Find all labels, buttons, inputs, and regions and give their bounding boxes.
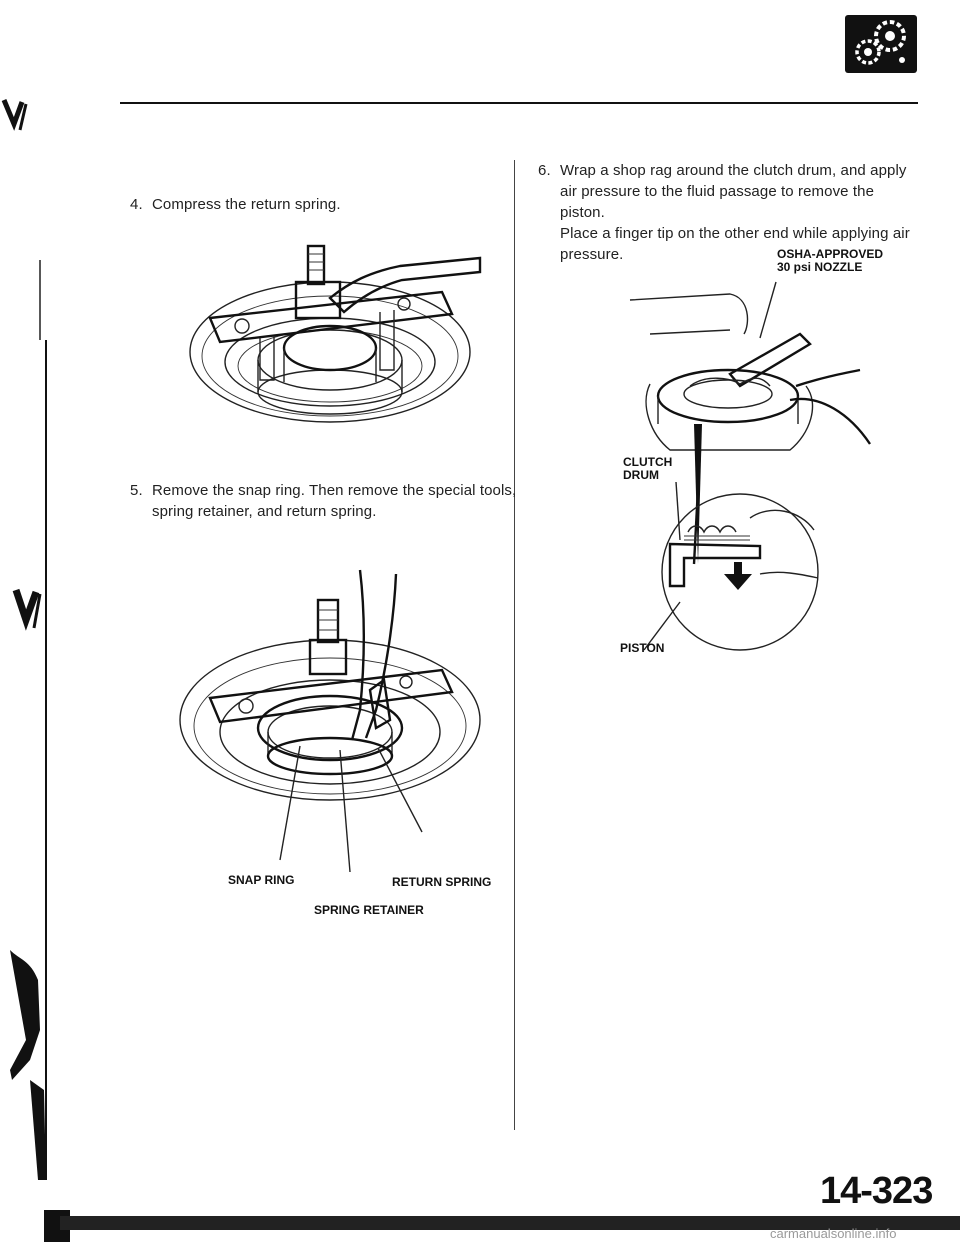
- callout-clutch-drum: CLUTCH DRUM: [623, 456, 672, 482]
- figure-compress-spring: [180, 242, 500, 442]
- step-text-line: pressure.: [560, 246, 624, 263]
- callout-spring-retainer: SPRING RETAINER: [314, 903, 424, 917]
- step-text: Compress the return spring.: [152, 196, 341, 213]
- step-5: 5. Remove the snap ring. Then remove the…: [130, 480, 516, 524]
- callout-line: OSHA-APPROVED: [777, 247, 884, 261]
- step-text-line: Remove the snap ring. Then remove the sp…: [152, 482, 517, 499]
- step-6: 6. Wrap a shop rag around the clutch dru…: [538, 160, 918, 263]
- callout-piston: PISTON: [620, 641, 665, 655]
- header-rule: [120, 102, 918, 104]
- figure-air-pressure: [610, 274, 900, 654]
- binding-marks: [0, 80, 70, 1242]
- transmission-gears-icon: [844, 14, 918, 74]
- step-text-line: Wrap a shop rag around the clutch drum, …: [560, 162, 907, 179]
- figure-2-leaders: [250, 740, 450, 880]
- figure-3-leaders: [640, 482, 700, 652]
- callout-snap-ring: SNAP RING: [228, 873, 295, 887]
- footer-bar: [60, 1216, 960, 1230]
- callout-line: 30 psi NOZZLE: [777, 260, 863, 274]
- step-text-line: spring retainer, and return spring.: [152, 503, 377, 520]
- step-text-line: Place a finger tip on the other end whil…: [560, 225, 910, 242]
- watermark: carmanualsonline.info: [770, 1226, 897, 1241]
- callout-osha-nozzle: OSHA-APPROVED 30 psi NOZZLE: [777, 248, 883, 274]
- step-number: 6.: [538, 162, 551, 179]
- column-divider: [514, 160, 515, 1130]
- step-text-line: air pressure to the fluid passage to rem…: [560, 183, 875, 221]
- callout-line: CLUTCH: [623, 455, 673, 469]
- callout-line: DRUM: [623, 468, 659, 482]
- step-4: 4. Compress the return spring.: [130, 194, 500, 216]
- step-number: 5.: [130, 482, 143, 499]
- figure-remove-snap-ring: [170, 560, 500, 850]
- callout-return-spring: RETURN SPRING: [392, 875, 492, 889]
- page-number: 14-323: [820, 1170, 933, 1212]
- step-number: 4.: [130, 196, 143, 213]
